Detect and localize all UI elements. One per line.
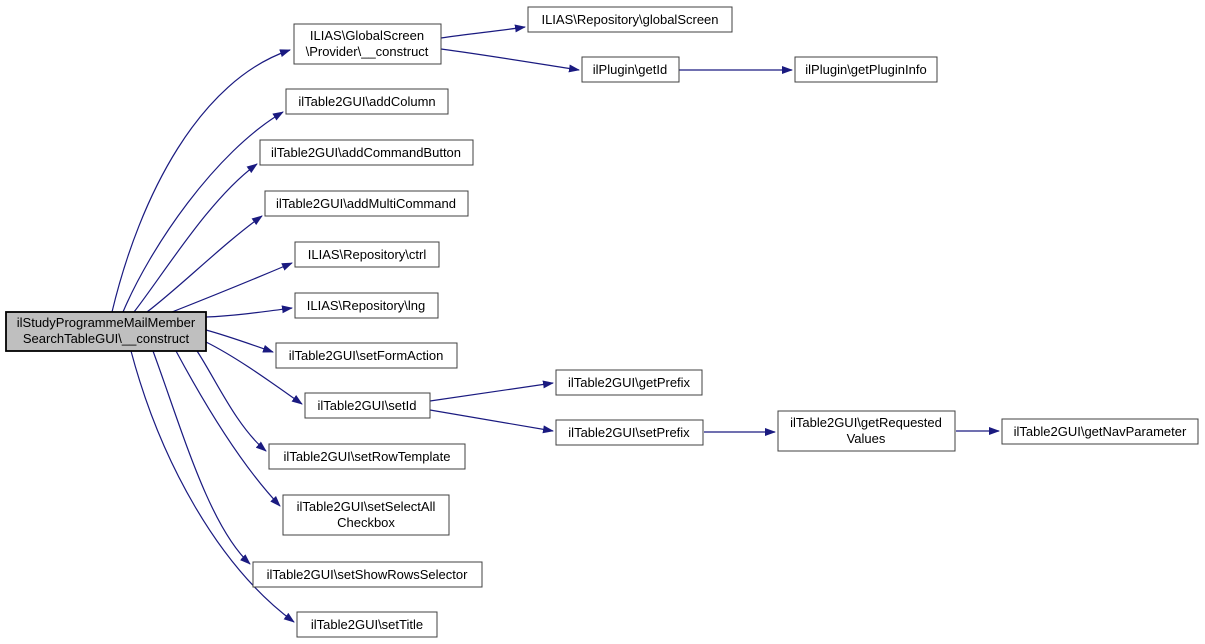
node-add-command-button[interactable]: ilTable2GUI\addCommandButton xyxy=(259,139,474,166)
node-set-show-rows-selector[interactable]: ilTable2GUI\setShowRowsSelector xyxy=(252,561,483,588)
node-add-column-box xyxy=(285,88,449,115)
node-plugin-get-plugin-info-label: ilPlugin\getPluginInfo xyxy=(805,62,926,77)
edge-root-to-set-select-all-checkbox xyxy=(175,350,281,507)
edge-root-to-set-form-action xyxy=(205,329,274,353)
node-set-form-action-label: ilTable2GUI\setFormAction xyxy=(289,348,444,363)
node-add-column-label: ilTable2GUI\addColumn xyxy=(298,94,435,109)
node-root-box xyxy=(5,311,207,352)
node-globalscreen-provider-construct-box xyxy=(293,23,442,65)
edge-construct-to-repository-global-screen xyxy=(440,24,526,39)
edge-set-id-to-set-prefix xyxy=(429,409,554,434)
node-root[interactable]: ilStudyProgrammeMailMember SearchTableGU… xyxy=(5,311,207,352)
edge-root-to-repository-ctrl xyxy=(171,262,293,313)
node-set-row-template[interactable]: ilTable2GUI\setRowTemplate xyxy=(268,443,466,470)
node-add-multi-command-box xyxy=(264,190,469,217)
node-set-select-all-checkbox[interactable]: ilTable2GUI\setSelectAll Checkbox xyxy=(282,494,450,536)
node-globalscreen-provider-construct-label-line2: \Provider\__construct xyxy=(306,44,429,59)
node-add-multi-command[interactable]: ilTable2GUI\addMultiCommand xyxy=(264,190,469,217)
node-set-show-rows-selector-box xyxy=(252,561,483,588)
edge-root-to-set-title xyxy=(130,350,295,623)
node-repository-ctrl[interactable]: ILIAS\Repository\ctrl xyxy=(294,241,440,268)
node-plugin-get-id-label: ilPlugin\getId xyxy=(593,62,667,77)
node-set-title-label: ilTable2GUI\setTitle xyxy=(311,617,423,632)
node-set-title-box xyxy=(296,611,438,638)
node-set-id-box xyxy=(304,392,431,419)
edge-construct-to-plugin-get-id xyxy=(440,48,580,73)
edge-root-to-add-multi-command xyxy=(146,215,263,313)
node-repository-lng-box xyxy=(294,292,439,319)
node-repository-global-screen[interactable]: ILIAS\Repository\globalScreen xyxy=(527,6,733,33)
node-get-requested-values-label-line2: Values xyxy=(847,431,886,446)
node-add-command-button-label: ilTable2GUI\addCommandButton xyxy=(271,145,461,160)
node-get-prefix[interactable]: ilTable2GUI\getPrefix xyxy=(555,369,703,396)
node-plugin-get-plugin-info-box xyxy=(794,56,938,83)
node-set-form-action-box xyxy=(275,342,458,369)
node-set-select-all-checkbox-label-line1: ilTable2GUI\setSelectAll xyxy=(297,499,436,514)
edge-root-to-set-row-template xyxy=(196,350,267,452)
node-add-multi-command-label: ilTable2GUI\addMultiCommand xyxy=(276,196,456,211)
node-set-select-all-checkbox-box xyxy=(282,494,450,536)
edge-root-to-repository-lng xyxy=(205,305,293,318)
edge-root-to-set-id xyxy=(205,341,303,405)
node-repository-global-screen-label: ILIAS\Repository\globalScreen xyxy=(541,12,718,27)
node-get-requested-values-label-line1: ilTable2GUI\getRequested xyxy=(790,415,942,430)
node-root-label-line1: ilStudyProgrammeMailMember xyxy=(17,315,196,330)
node-set-show-rows-selector-label: ilTable2GUI\setShowRowsSelector xyxy=(267,567,469,582)
node-set-form-action[interactable]: ilTable2GUI\setFormAction xyxy=(275,342,458,369)
node-get-nav-parameter-label: ilTable2GUI\getNavParameter xyxy=(1014,424,1187,439)
node-repository-lng-label: ILIAS\Repository\lng xyxy=(307,298,426,313)
node-repository-lng[interactable]: ILIAS\Repository\lng xyxy=(294,292,439,319)
node-globalscreen-provider-construct[interactable]: ILIAS\GlobalScreen \Provider\__construct xyxy=(293,23,442,65)
node-globalscreen-provider-construct-label-line1: ILIAS\GlobalScreen xyxy=(310,28,424,43)
node-set-prefix-box xyxy=(555,419,704,446)
edge-root-to-add-command-button xyxy=(133,163,258,313)
node-set-prefix-label: ilTable2GUI\setPrefix xyxy=(568,425,690,440)
node-plugin-get-id[interactable]: ilPlugin\getId xyxy=(581,56,680,83)
node-set-select-all-checkbox-label-line2: Checkbox xyxy=(337,515,395,530)
edge-root-to-globalscreen-provider-construct xyxy=(111,49,291,313)
node-root-label-line2: SearchTableGUI\__construct xyxy=(23,331,190,346)
node-set-row-template-label: ilTable2GUI\setRowTemplate xyxy=(284,449,451,464)
node-set-id[interactable]: ilTable2GUI\setId xyxy=(304,392,431,419)
node-repository-global-screen-box xyxy=(527,6,733,33)
edge-root-to-set-show-rows-selector xyxy=(152,350,251,565)
node-set-id-label: ilTable2GUI\setId xyxy=(318,398,417,413)
edge-root-to-add-column xyxy=(122,111,284,313)
node-get-requested-values-box xyxy=(777,410,956,452)
node-repository-ctrl-label: ILIAS\Repository\ctrl xyxy=(308,247,427,262)
node-set-title[interactable]: ilTable2GUI\setTitle xyxy=(296,611,438,638)
node-plugin-get-plugin-info[interactable]: ilPlugin\getPluginInfo xyxy=(794,56,938,83)
node-add-command-button-box xyxy=(259,139,474,166)
node-get-requested-values[interactable]: ilTable2GUI\getRequested Values xyxy=(777,410,956,452)
node-get-nav-parameter[interactable]: ilTable2GUI\getNavParameter xyxy=(1001,418,1199,445)
node-get-prefix-box xyxy=(555,369,703,396)
node-add-column[interactable]: ilTable2GUI\addColumn xyxy=(285,88,449,115)
node-set-row-template-box xyxy=(268,443,466,470)
node-set-prefix[interactable]: ilTable2GUI\setPrefix xyxy=(555,419,704,446)
node-get-nav-parameter-box xyxy=(1001,418,1199,445)
node-plugin-get-id-box xyxy=(581,56,680,83)
edge-set-id-to-get-prefix xyxy=(429,380,554,402)
node-repository-ctrl-box xyxy=(294,241,440,268)
edges xyxy=(111,24,1000,623)
node-get-prefix-label: ilTable2GUI\getPrefix xyxy=(568,375,691,390)
